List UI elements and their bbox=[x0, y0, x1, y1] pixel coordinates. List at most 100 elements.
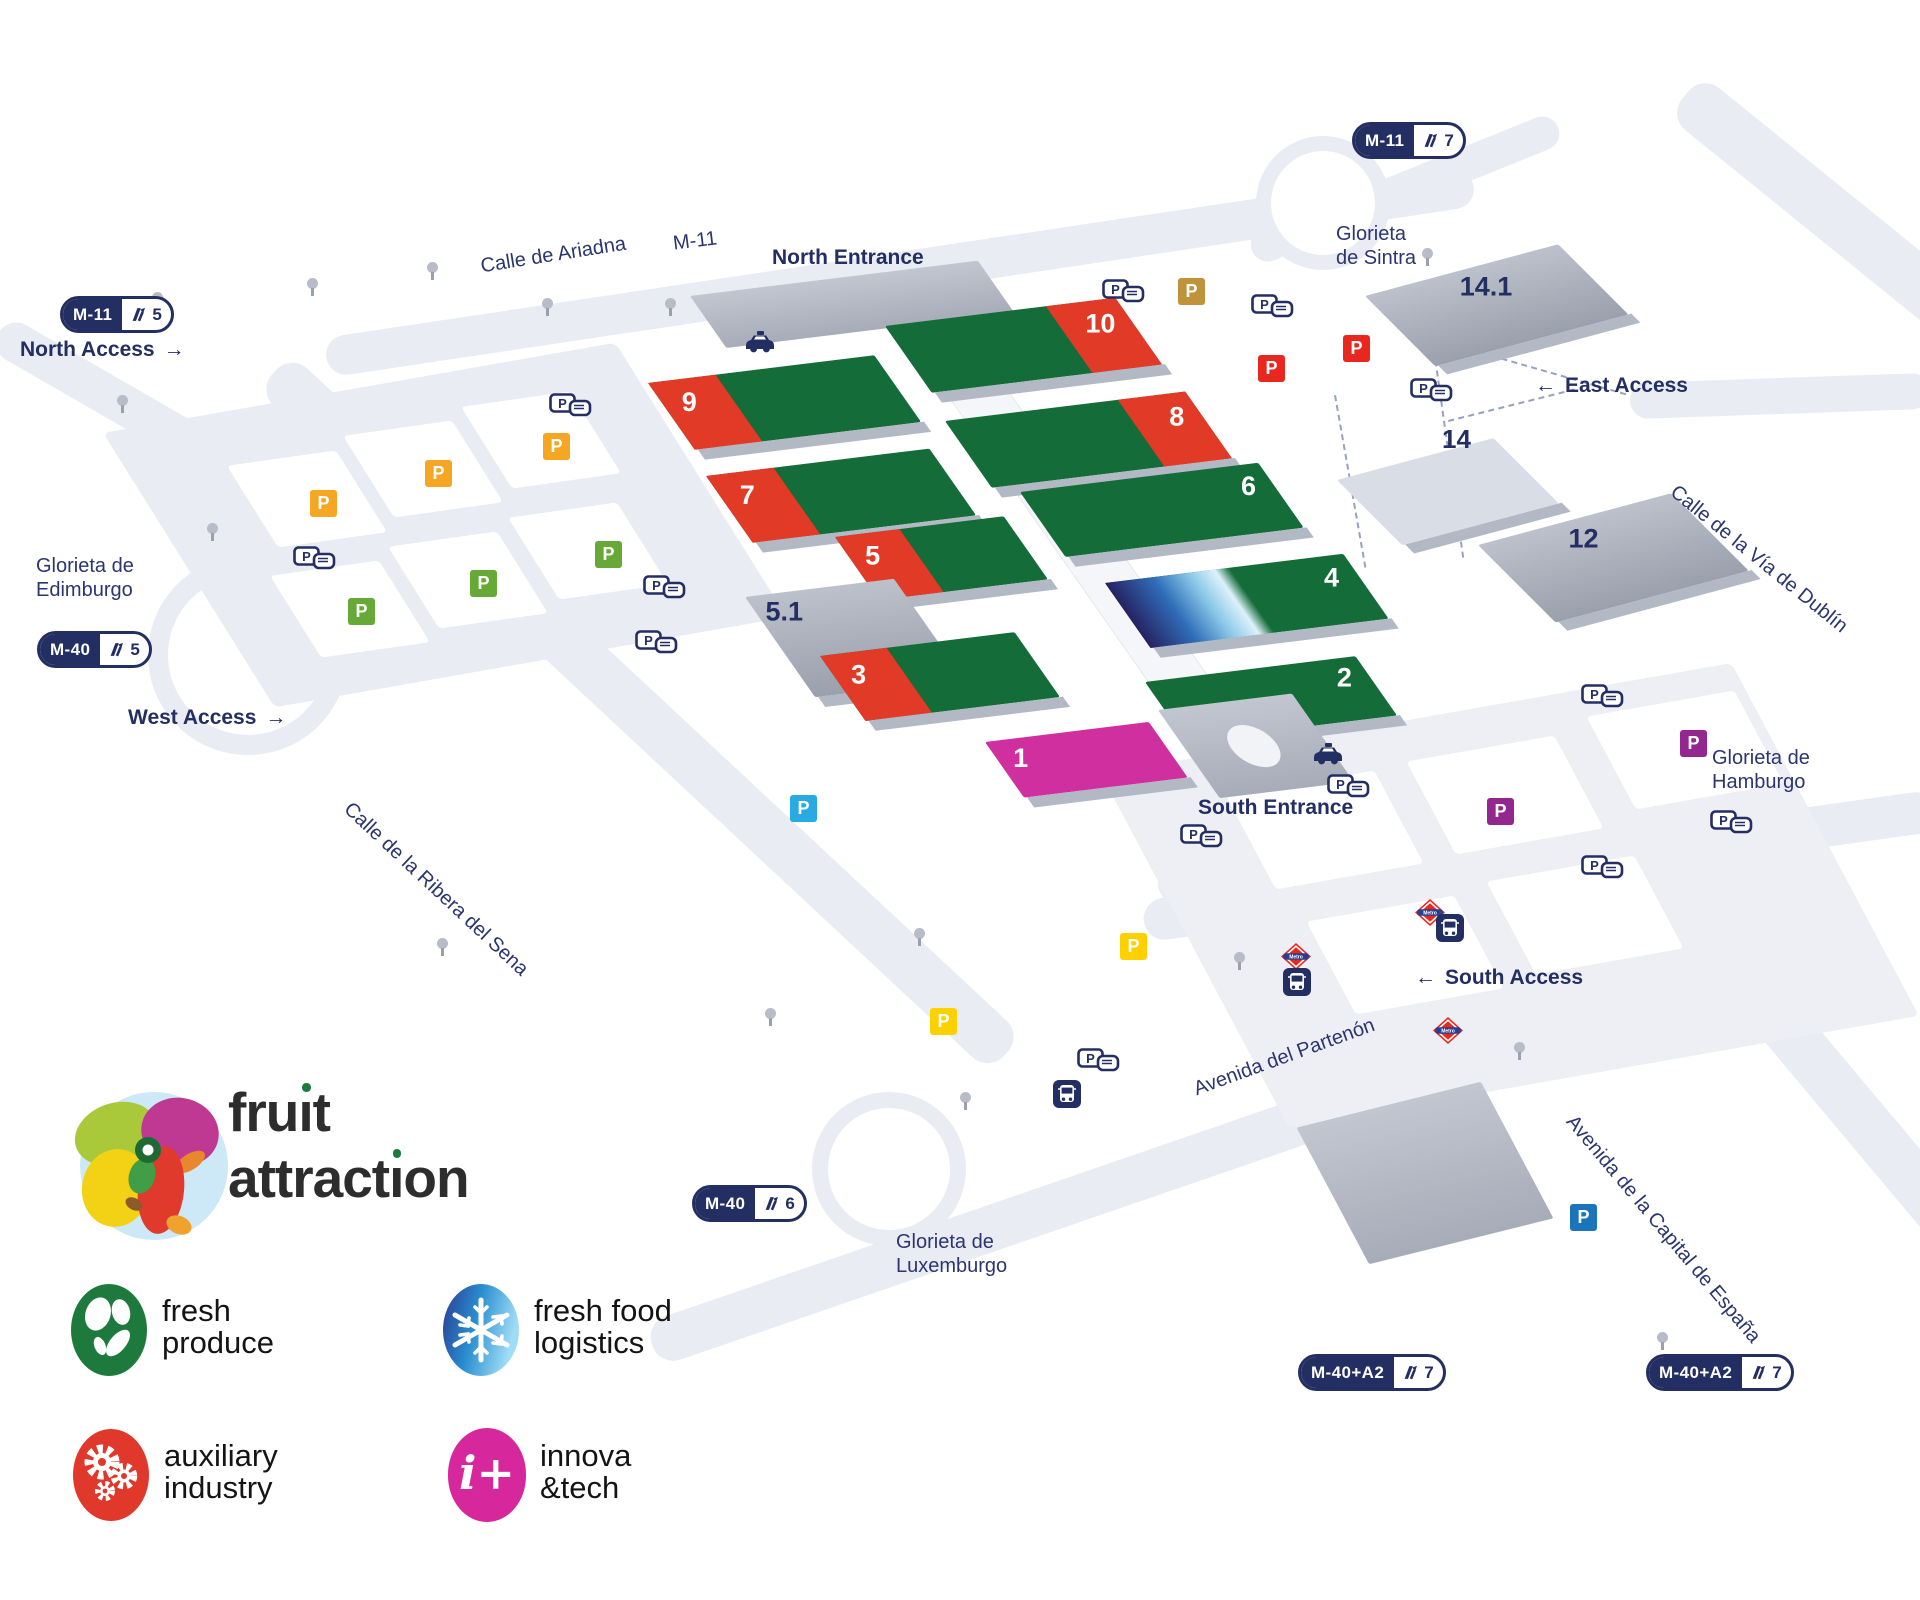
legend-line: fresh food bbox=[534, 1293, 672, 1328]
parking-letter: P bbox=[355, 601, 368, 621]
label-glorieta-sintra: Glorieta de Sintra bbox=[1336, 222, 1416, 271]
badge-exit-number: 5 bbox=[152, 304, 162, 324]
label-south-access: ← South Access bbox=[1415, 966, 1583, 990]
legend-line: logistics bbox=[534, 1324, 645, 1360]
legend-line: auxiliary bbox=[164, 1438, 278, 1473]
pay-parking-icon: P bbox=[635, 630, 678, 654]
badge-exit-number: 7 bbox=[1444, 130, 1454, 150]
glorieta-line: Hamburgo bbox=[1712, 771, 1806, 794]
street-calle-ariadna: Calle de Ariadna bbox=[479, 232, 628, 278]
fruit-attraction-logo-icon bbox=[74, 1092, 228, 1240]
badge-exit: 5 bbox=[122, 299, 170, 330]
logo-i-green-dot: ı bbox=[298, 1081, 313, 1143]
badge-road: M-11 bbox=[1355, 125, 1415, 156]
bus-icon bbox=[1436, 914, 1464, 942]
badge-road: M-40+A2 bbox=[1649, 1357, 1743, 1388]
parking-letter: P bbox=[1265, 358, 1278, 378]
legend-line: fresh bbox=[162, 1293, 231, 1328]
tree-icon bbox=[205, 523, 219, 542]
badge-exit: 7 bbox=[1414, 125, 1462, 156]
tree-icon bbox=[763, 1008, 777, 1027]
exit-junction-icon bbox=[1404, 1365, 1418, 1380]
label-east-access: ← East Access bbox=[1535, 374, 1688, 398]
roundabout-luxemburgo bbox=[812, 1092, 966, 1246]
glorieta-line: Glorieta de bbox=[896, 1231, 994, 1253]
badge-exit-number: 7 bbox=[1424, 1362, 1434, 1382]
tree-icon bbox=[1232, 952, 1246, 971]
parking-icon-orange: P bbox=[310, 490, 337, 517]
legend-line: industry bbox=[164, 1469, 273, 1505]
badge-road: M-40 bbox=[695, 1188, 756, 1219]
parking-letter: P bbox=[797, 798, 810, 818]
parking-letter: P bbox=[1577, 1207, 1590, 1227]
hall-number: 4 bbox=[1323, 562, 1339, 593]
access-text: North Access bbox=[20, 338, 155, 361]
hall-number: 9 bbox=[681, 386, 697, 417]
metro-icon: Metro bbox=[1281, 943, 1311, 970]
hall-number: 12 bbox=[1568, 523, 1599, 554]
label-south-entrance: South Entrance bbox=[1198, 796, 1354, 819]
parking-letter: P bbox=[1687, 733, 1700, 753]
tree-icon bbox=[425, 262, 439, 281]
tree-icon bbox=[912, 928, 926, 947]
parking-letter: P bbox=[937, 1011, 950, 1031]
arrow-right-icon: → bbox=[163, 338, 185, 361]
legend-fresh-food-logistics: fresh food logistics bbox=[442, 1283, 672, 1377]
svg-text:P: P bbox=[1336, 777, 1345, 792]
tree-icon bbox=[1512, 1042, 1526, 1061]
svg-text:Metro: Metro bbox=[1289, 954, 1303, 960]
legend-innova-tech: i+ innova &tech bbox=[448, 1428, 631, 1522]
exit-junction-icon bbox=[765, 1196, 779, 1211]
badge-m11-exit7: M-11 7 bbox=[1352, 122, 1466, 159]
street-m11: M-11 bbox=[671, 227, 719, 255]
exit-junction-icon bbox=[1425, 133, 1438, 148]
tree-icon bbox=[540, 298, 554, 317]
innova-tech-icon: i+ bbox=[448, 1428, 526, 1522]
auxiliary-industry-icon bbox=[73, 1429, 149, 1521]
badge-exit-number: 7 bbox=[1772, 1362, 1782, 1382]
hall-number: 8 bbox=[1169, 401, 1185, 432]
parking-icon-purple: P bbox=[1487, 798, 1514, 825]
arrow-left-icon: ← bbox=[1415, 966, 1436, 989]
legend-line: innova bbox=[540, 1438, 632, 1473]
legend-label: innova &tech bbox=[540, 1428, 631, 1503]
badge-m40a2-exit7-right: M-40+A2 7 bbox=[1646, 1354, 1794, 1391]
legend-fresh-produce: fresh produce bbox=[70, 1283, 274, 1377]
badge-exit: 7 bbox=[1742, 1357, 1790, 1388]
tree-icon bbox=[305, 278, 319, 297]
hall-number: 14.1 bbox=[1459, 271, 1513, 302]
glorieta-line: de Sintra bbox=[1336, 247, 1417, 270]
hall-number: 2 bbox=[1337, 662, 1353, 693]
hall-number: 6 bbox=[1241, 471, 1257, 502]
exit-junction-icon bbox=[133, 307, 146, 322]
pay-parking-icon: P bbox=[643, 575, 686, 599]
legend-line: produce bbox=[162, 1324, 275, 1360]
badge-road: M-40+A2 bbox=[1301, 1357, 1395, 1388]
parking-icon-blue: P bbox=[1570, 1204, 1597, 1231]
svg-text:P: P bbox=[1189, 827, 1198, 842]
bus-icon bbox=[1283, 968, 1311, 996]
svg-text:P: P bbox=[1260, 297, 1269, 312]
taxi-icon bbox=[746, 331, 774, 353]
pay-parking-icon: P bbox=[1077, 1048, 1120, 1072]
svg-text:P: P bbox=[558, 396, 567, 411]
metro-icon: Metro bbox=[1433, 1017, 1463, 1044]
logo-word-fruit: fruıt bbox=[228, 1080, 331, 1144]
building-courtyard bbox=[1216, 722, 1291, 770]
parking-icon-gold: P bbox=[1178, 278, 1205, 305]
svg-text:P: P bbox=[1111, 282, 1120, 297]
innova-icon-text: i+ bbox=[458, 1446, 516, 1500]
badge-road: M-40 bbox=[40, 634, 101, 665]
svg-text:P: P bbox=[1590, 687, 1599, 702]
logo-text-part: t bbox=[312, 1081, 331, 1143]
badge-exit: 5 bbox=[100, 634, 148, 665]
badge-exit-number: 6 bbox=[785, 1193, 795, 1213]
hall-number: 14 bbox=[1442, 424, 1471, 454]
svg-text:Metro: Metro bbox=[1423, 910, 1437, 916]
badge-m11-exit5: M-11 5 bbox=[60, 296, 174, 333]
tree-icon bbox=[958, 1092, 972, 1111]
parking-icon-red: P bbox=[1343, 335, 1370, 362]
pay-parking-icon: P bbox=[1251, 294, 1294, 318]
access-text: West Access bbox=[128, 706, 257, 729]
arrow-right-icon: → bbox=[265, 706, 287, 729]
